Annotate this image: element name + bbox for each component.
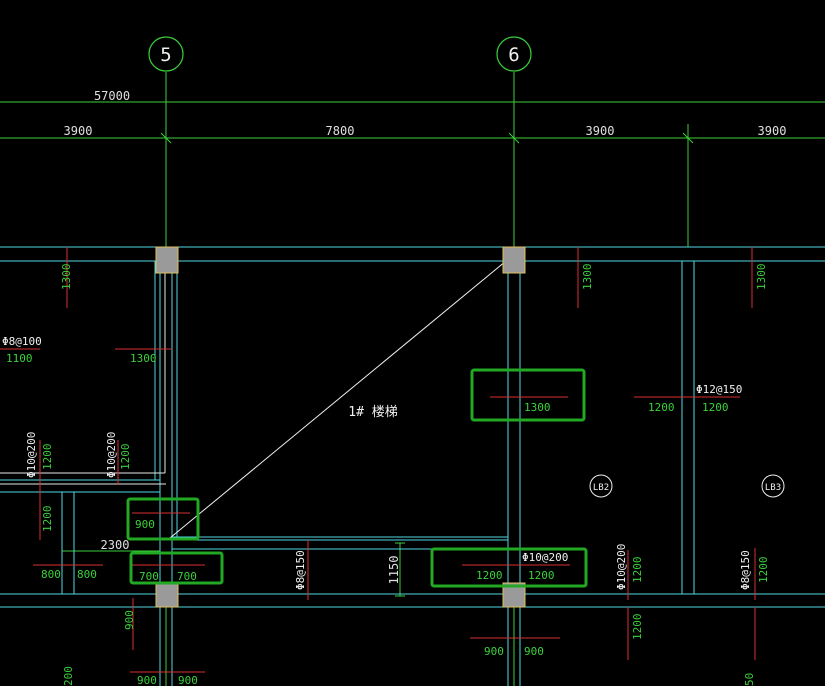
value-1100: 1100 [6, 352, 33, 365]
value-1200-d: 1200 [41, 506, 54, 533]
value-900-f: 900 [178, 674, 198, 686]
column-6-bottom[interactable] [502, 582, 526, 608]
column-5-bottom[interactable] [155, 582, 179, 608]
value-800-a: 800 [41, 568, 61, 581]
slab-label-lb2: LB2 [593, 483, 609, 493]
rebar-spec-8-150-b: Φ8@150 [739, 550, 752, 590]
axis-label-5: 5 [160, 44, 171, 66]
value-1200-e: 1200 [119, 444, 132, 471]
value-1300-box: 1300 [524, 401, 551, 414]
value-900-box: 900 [135, 518, 155, 531]
dim-1150: 1150 [387, 556, 401, 585]
column-6-top[interactable] [502, 246, 526, 274]
value-1200-i: 1200 [757, 557, 770, 584]
dim-2300: 2300 [101, 538, 130, 552]
dim-seg2: 7800 [326, 124, 355, 138]
rebar-lines [0, 247, 756, 673]
value-1200-h: 1200 [631, 557, 644, 584]
value-1200-g: 1200 [528, 569, 555, 582]
highlight-box-1300[interactable] [470, 368, 586, 422]
stair-label: 1# 楼梯 [348, 405, 397, 420]
highlight-box-700[interactable] [129, 551, 224, 585]
axis-bubble-5[interactable] [148, 36, 184, 72]
axis-label-6: 6 [508, 44, 519, 66]
value-1200-b: 1200 [702, 401, 729, 414]
dim-seg1: 3900 [64, 124, 93, 138]
rebar-spec-10-200-d: Φ10@200 [615, 544, 628, 590]
value-1200-j: 1200 [631, 614, 644, 641]
white-outlines [0, 261, 166, 485]
dimension-lines [0, 72, 825, 686]
column-5-top[interactable] [155, 246, 179, 274]
stair-diagonal [169, 260, 507, 539]
axis-bubble-6[interactable] [496, 36, 532, 72]
value-900-c: 900 [484, 645, 504, 658]
dim-total: 57000 [94, 89, 130, 103]
dim-seg4: 3900 [758, 124, 787, 138]
dim-seg3: 3900 [586, 124, 615, 138]
rebar-spec-12-150: Φ12@150 [696, 383, 742, 396]
rebar-spec-8-100: Φ8@100 [2, 335, 42, 348]
value-1300-topright: 1300 [755, 264, 768, 291]
value-1200-f: 1200 [476, 569, 503, 582]
value-1200-a: 1200 [648, 401, 675, 414]
value-900-e: 900 [137, 674, 157, 686]
value-1200-c: 1200 [41, 444, 54, 471]
slab-tag-lb3[interactable] [761, 474, 785, 498]
rebar-spec-10-200-b: Φ10@200 [105, 432, 118, 478]
value-1300-top6: 1300 [581, 264, 594, 291]
wall-lines [0, 246, 825, 686]
highlight-boxes [126, 368, 588, 588]
slab-label-lb3: LB3 [765, 483, 781, 493]
rebar-spec-8-150: Φ8@150 [294, 550, 307, 590]
value-700-b: 700 [177, 570, 197, 583]
value-900-b: 900 [123, 610, 136, 630]
rebar-spec-10-200-a: Φ10@200 [25, 432, 38, 478]
rebar-spec-10-200-c: Φ10@200 [522, 551, 568, 564]
value-50-bottom: 50 [743, 673, 756, 686]
value-200-bottom: 200 [62, 666, 75, 686]
value-900-d: 900 [524, 645, 544, 658]
value-700-a: 700 [139, 570, 159, 583]
value-800-b: 800 [77, 568, 97, 581]
highlight-box-900[interactable] [126, 497, 200, 541]
value-1300-topleft: 1300 [60, 264, 73, 291]
slab-tag-lb2[interactable] [589, 474, 613, 498]
highlight-box-1200[interactable] [430, 547, 588, 588]
value-1300-left: 1300 [130, 352, 157, 365]
